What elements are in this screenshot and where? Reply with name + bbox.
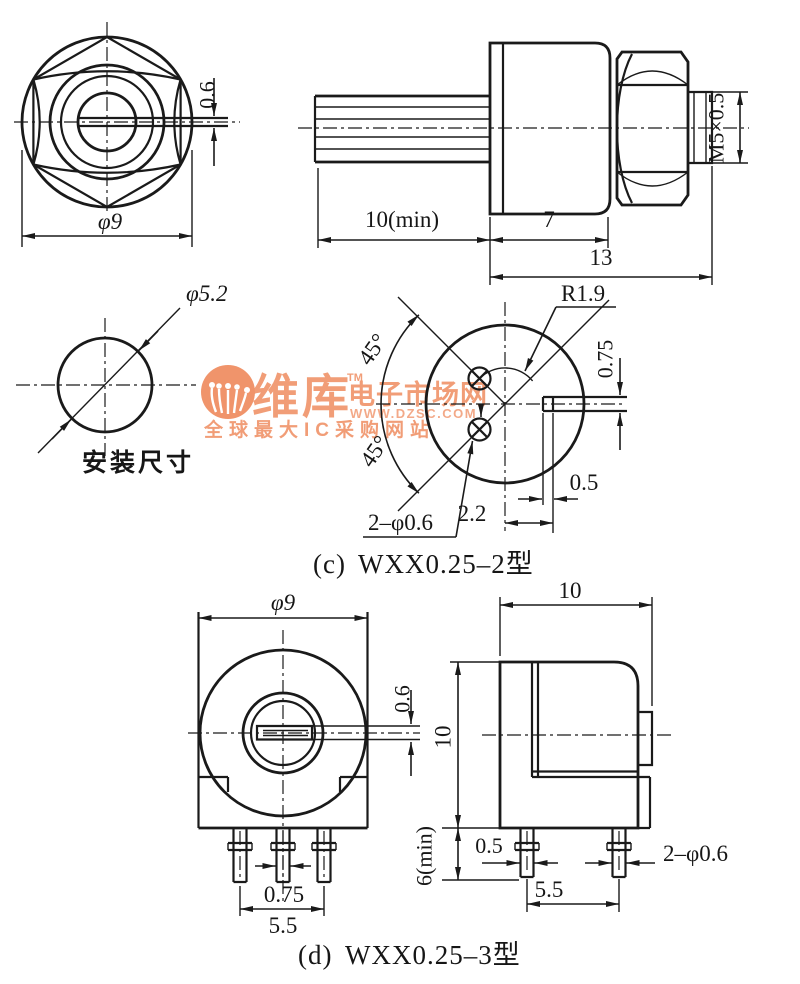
dim-label-pin-length: 6(min) (412, 826, 437, 886)
caption-type-c: (c) WXX0.25–2型 (313, 549, 534, 579)
dim-label-tab-height: 0.75 (593, 340, 618, 379)
caption-c-title: WXX0.25–2型 (358, 549, 534, 579)
dim-label-thread-spec: M5×0.5 (704, 93, 729, 163)
solder-tab (541, 395, 627, 413)
type-d-front-view: 0.6 φ9 0.75 (188, 590, 420, 938)
type-d-side-view: 10 10 6(min) 0.5 (412, 578, 728, 912)
dim-label-width: 10 (559, 578, 582, 603)
terminal-hole-lower (467, 417, 492, 442)
dim-offset-2-2: 2.2 (458, 501, 553, 526)
shaft (313, 94, 490, 164)
dim-label-body-length: 7 (543, 207, 555, 232)
dim-phi9-d: φ9 (198, 590, 368, 621)
dim-r1-9: R1.9 (524, 281, 616, 372)
dim-label-height: 10 (431, 726, 456, 749)
dim-width-10: 10 (499, 578, 653, 706)
dim-terminal-holes: 2–φ0.6 (363, 440, 474, 538)
dim-pin-width-0-75: 0.75 (255, 863, 311, 907)
dim-pin-length-6min: 6(min) (412, 826, 519, 886)
dim-label-pin-holes: 2–φ0.6 (663, 841, 728, 866)
dim-pin-span-5-5-front: 5.5 (239, 886, 325, 938)
terminal-hole-upper (467, 366, 492, 391)
dim-tab-width-0-5: 0.5 (518, 413, 598, 533)
dim-label-slot-width: 0.6 (195, 81, 220, 109)
dim-label-hole-diameter: φ5.2 (186, 281, 227, 306)
caption-d-title: WXX0.25–3型 (345, 940, 521, 970)
dim-slot-0-6-d: 0.6 (390, 685, 415, 776)
body (488, 41, 612, 216)
dim-total-13: 13 (489, 166, 713, 285)
type-c-side-view: 10(min) 7 13 M5×0.5 (298, 41, 749, 285)
dim-label-shaft-length: 10(min) (365, 207, 439, 232)
circuit-dots-icon (209, 382, 250, 393)
watermark-tm: TM (347, 372, 363, 384)
dim-label-terminal-holes: 2–φ0.6 (368, 510, 433, 535)
dim-label-slot-width-d: 0.6 (390, 685, 415, 713)
side-tab (638, 710, 654, 767)
dim-label-pin-dia: 0.5 (475, 833, 503, 858)
dim-pin-span-5-5-side: 5.5 (526, 877, 620, 912)
threaded-stub (688, 90, 714, 165)
dim-thread-m5: M5×0.5 (704, 91, 748, 164)
mounting-dimensions-label: 安装尺寸 (82, 448, 194, 477)
mounting-hole-view: φ5.2 安装尺寸 (16, 281, 227, 477)
pins-front (227, 828, 337, 884)
pins-side (514, 828, 632, 879)
dim-tab-height-0-75: 0.75 (593, 340, 623, 450)
watermark-url: WWW.DZSC.COM (350, 406, 477, 421)
bushing-nut (615, 50, 690, 207)
dim-body-7: 7 (490, 207, 609, 248)
dim-phi9: φ9 (21, 150, 193, 247)
dim-slot-0-6: 0.6 (195, 78, 220, 166)
dim-label-pin-span-front: 5.5 (269, 913, 298, 938)
dim-pin-dia-0-5: 0.5 (475, 833, 558, 866)
dim-label-angle-top: 45° (353, 329, 392, 370)
adjust-slot (255, 724, 420, 741)
caption-type-d: (d) WXX0.25–3型 (298, 940, 521, 970)
dim-label-pin-span-side: 5.5 (535, 877, 564, 902)
watermark-slogan: 全球最大IC采购网站 (203, 418, 435, 441)
dim-label-terminal-radius: R1.9 (561, 281, 605, 306)
dim-label-pin-width: 0.75 (264, 882, 304, 907)
angle-dimension-arc (380, 314, 420, 494)
mounting-hole-circle (56, 336, 154, 434)
dim-label-diameter-d: φ9 (271, 590, 296, 615)
type-c-front-view: 0.6 φ9 (14, 22, 240, 247)
caption-c-label: (c) (313, 549, 346, 579)
dim-label-tab-width: 0.5 (570, 470, 599, 495)
dim-label-total-length: 13 (590, 245, 613, 270)
dim-height-10: 10 (431, 661, 500, 829)
watermark: 维库 TM 电子市场网 WWW.DZSC.COM 全球最大IC采购网站 (201, 365, 487, 441)
caption-d-label: (d) (298, 940, 332, 970)
rear-body-circle (424, 323, 586, 485)
dim-label-diameter: φ9 (98, 209, 123, 234)
dim-shaft-10min: 10(min) (317, 168, 490, 248)
dim-pin-holes-d: 2–φ0.6 (585, 841, 728, 866)
circuit-traces-icon (210, 387, 248, 414)
dim-label-tab-offset: 2.2 (458, 501, 487, 526)
watermark-brand: 维库 (252, 370, 352, 423)
